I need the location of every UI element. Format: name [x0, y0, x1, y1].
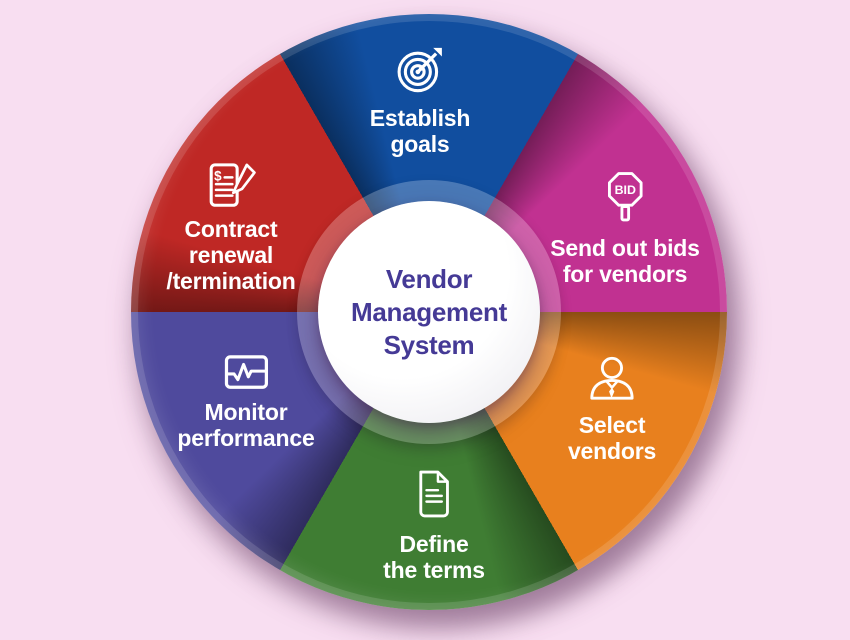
segment-label: Monitor performance: [177, 399, 315, 451]
dollar-symbol: $: [214, 168, 222, 183]
segment-label: Define the terms: [383, 531, 485, 583]
hub-title-line: System: [383, 329, 475, 360]
segment-label: Select vendors: [567, 412, 657, 464]
segment-send-out-bids: BID Send out bids for vendors: [550, 169, 700, 287]
segment-select-vendors: Select vendors: [568, 354, 656, 464]
segment-monitor-performance: Monitor performance: [177, 354, 315, 451]
contract-pen-icon: $: [209, 163, 256, 207]
segment-contract-renewal: $ Contract renewal /termination: [166, 162, 296, 294]
segment-establish-goals: Establish goals: [370, 45, 470, 157]
segment-label: Establish goals: [369, 105, 471, 157]
segment-define-the-terms: Define the terms: [383, 469, 485, 583]
target-arrow-icon: [397, 47, 443, 93]
bid-sign-icon: BID: [607, 172, 643, 222]
hub-title: Vendor Management System: [351, 263, 507, 362]
bid-sign-text: BID: [614, 183, 635, 197]
pen-glyph: [231, 163, 256, 195]
segment-label: Send out bids for vendors: [550, 235, 700, 287]
hub-title-line: Vendor: [385, 263, 473, 294]
hub-title-line: Management: [351, 296, 507, 327]
businessman-icon: [590, 356, 634, 400]
hub-circle: Vendor Management System: [318, 201, 540, 423]
document-icon: [419, 470, 449, 518]
pulse-monitor-icon: [224, 355, 268, 389]
segment-label: Contract renewal /termination: [166, 216, 296, 294]
